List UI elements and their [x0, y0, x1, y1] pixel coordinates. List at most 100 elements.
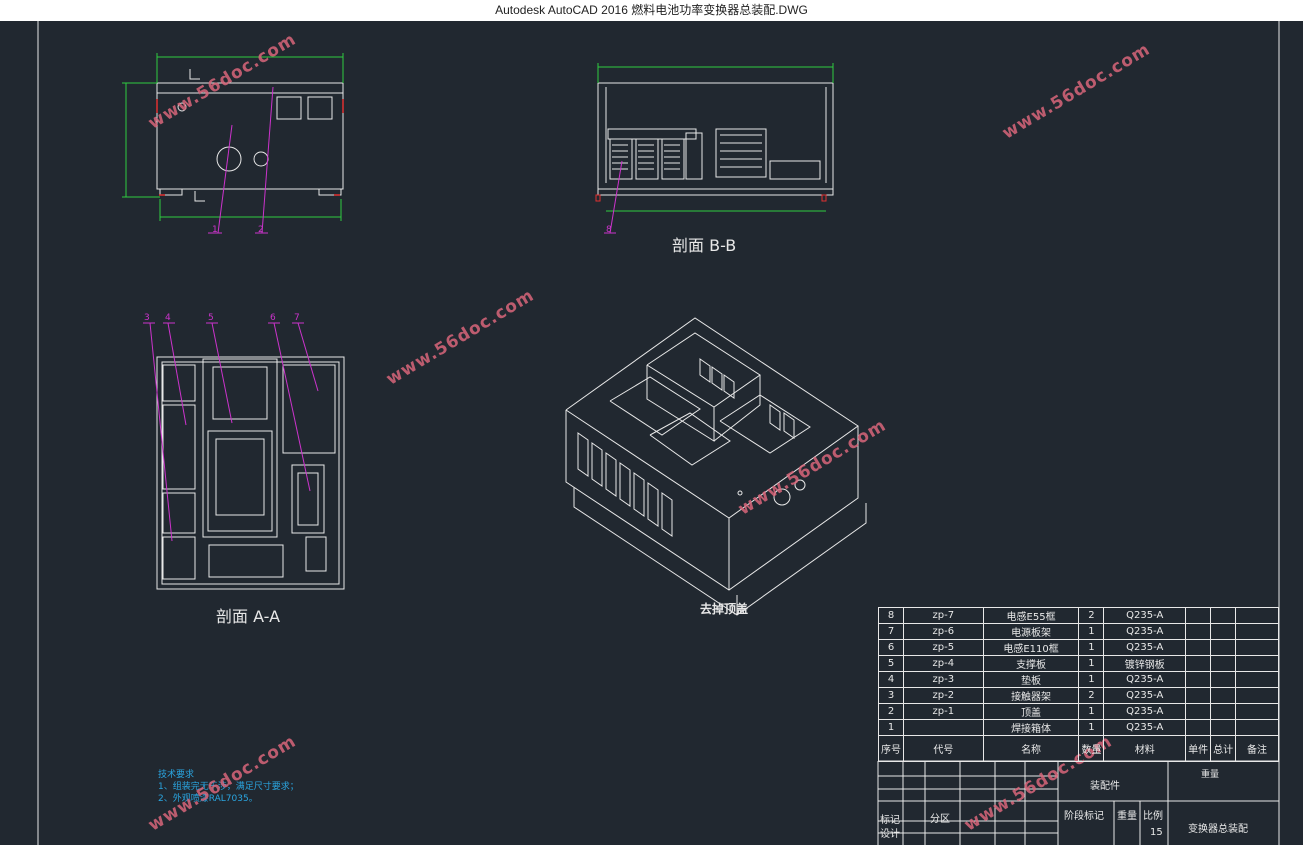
- bom-cell-name: 垫板: [982, 671, 1080, 688]
- bom-cell-name: 电感E110框: [982, 639, 1080, 656]
- bom-cell-name: 顶盖: [982, 703, 1080, 720]
- bom-cell-unit: [1185, 687, 1212, 704]
- bom-header-row: 序号 代号 名称 数量 材料 单件 总计 备注: [878, 735, 1279, 762]
- bom-cell-remark: [1235, 639, 1279, 656]
- technical-requirements: 技术要求 1、组装完无干涉，满足尺寸要求； 2、外观喷漆RAL7035。: [158, 769, 299, 805]
- bom-cell-unit: [1185, 703, 1212, 720]
- bom-cell-material: Q235-A: [1103, 607, 1187, 624]
- bom-cell-no: 6: [878, 639, 904, 656]
- bom-cell-code: zp-6: [903, 623, 984, 640]
- bom-cell-material: Q235-A: [1103, 687, 1187, 704]
- section-aa-view: [156, 356, 345, 590]
- balloon-5: 5: [208, 313, 214, 323]
- bom-header-material: 材料: [1103, 735, 1187, 762]
- bom-cell-no: 3: [878, 687, 904, 704]
- bom-cell-no: 8: [878, 607, 904, 624]
- bom-cell-code: zp-7: [903, 607, 984, 624]
- balloon-8: 8: [606, 225, 612, 235]
- bom-header-remark: 备注: [1235, 735, 1279, 762]
- balloon-6: 6: [270, 313, 276, 323]
- bom-cell-qty: 1: [1078, 719, 1105, 736]
- balloon-2: 2: [258, 225, 264, 235]
- drawing-canvas[interactable]: 1 2 8 3 4 5 6 7 剖面 B-B 剖面 A-A 去掉顶盖 技术要求 …: [0, 21, 1303, 845]
- bom-header-weight: 重量: [1201, 770, 1220, 780]
- bom-cell-total: [1210, 719, 1237, 736]
- front-view: [156, 69, 344, 202]
- assembly-label: 装配件: [1090, 781, 1120, 792]
- bom-cell-material: Q235-A: [1103, 639, 1187, 656]
- bom-header-name: 名称: [982, 735, 1080, 762]
- scale-value: 15: [1150, 827, 1163, 838]
- bom-cell-code: zp-4: [903, 655, 984, 672]
- section-aa-caption: 剖面 A-A: [216, 607, 281, 626]
- section-bb-caption: 剖面 B-B: [672, 236, 737, 255]
- bom-cell-qty: 2: [1078, 607, 1105, 624]
- bom-cell-total: [1210, 703, 1237, 720]
- bom-cell-name: 支撑板: [982, 655, 1080, 672]
- bom-cell-total: [1210, 623, 1237, 640]
- bom-cell-remark: [1235, 687, 1279, 704]
- bom-cell-material: 镀锌钢板: [1103, 655, 1187, 672]
- bom-cell-name: 电源板架: [982, 623, 1080, 640]
- bom-cell-code: [903, 719, 984, 736]
- balloon-7: 7: [294, 313, 300, 323]
- bom-cell-unit: [1185, 655, 1212, 672]
- bom-cell-material: Q235-A: [1103, 703, 1187, 720]
- bom-cell-qty: 1: [1078, 671, 1105, 688]
- bom-cell-unit: [1185, 639, 1212, 656]
- balloon-3: 3: [144, 313, 150, 323]
- title-block-lines: [877, 760, 1279, 845]
- tech-title: 技术要求: [158, 770, 195, 780]
- bom-cell-code: zp-2: [903, 687, 984, 704]
- bom-header-total: 总计: [1210, 735, 1237, 762]
- bom-cell-name: 接触器架: [982, 687, 1080, 704]
- bom-cell-qty: 2: [1078, 687, 1105, 704]
- balloon-4: 4: [165, 313, 171, 323]
- tech-line-2: 2、外观喷漆RAL7035。: [158, 794, 258, 804]
- bom-cell-code: zp-3: [903, 671, 984, 688]
- window-title: Autodesk AutoCAD 2016 燃料电池功率变换器总装配.DWG: [495, 3, 808, 17]
- bom-cell-unit: [1185, 607, 1212, 624]
- section-bb-view: [595, 82, 834, 202]
- bom-cell-no: 2: [878, 703, 904, 720]
- bom-header-no: 序号: [878, 735, 904, 762]
- cad-drawing[interactable]: [0, 21, 1303, 845]
- bom-cell-remark: [1235, 623, 1279, 640]
- bom-cell-no: 4: [878, 671, 904, 688]
- drawing-name: 变换器总装配: [1188, 824, 1248, 835]
- bom-cell-remark: [1235, 607, 1279, 624]
- bom-cell-remark: [1235, 655, 1279, 672]
- tech-line-1: 1、组装完无干涉，满足尺寸要求；: [158, 782, 299, 792]
- bom-cell-unit: [1185, 671, 1212, 688]
- dimension-lines: [122, 53, 834, 221]
- bom-cell-total: [1210, 687, 1237, 704]
- isometric-caption: 去掉顶盖: [700, 602, 749, 616]
- isometric-view: [565, 317, 867, 616]
- bom-cell-material: Q235-A: [1103, 623, 1187, 640]
- bom-cell-qty: 1: [1078, 623, 1105, 640]
- bom-cell-material: Q235-A: [1103, 719, 1187, 736]
- balloon-1: 1: [212, 225, 218, 235]
- bom-cell-remark: [1235, 719, 1279, 736]
- bom-cell-total: [1210, 607, 1237, 624]
- bom-cell-remark: [1235, 671, 1279, 688]
- bom-cell-unit: [1185, 719, 1212, 736]
- bom-cell-total: [1210, 671, 1237, 688]
- bom-cell-remark: [1235, 703, 1279, 720]
- bom-header-unit: 单件: [1185, 735, 1212, 762]
- weight-label: 重量: [1117, 811, 1137, 822]
- zone-label: 分区: [930, 814, 950, 825]
- bom-cell-no: 5: [878, 655, 904, 672]
- window-title-bar: Autodesk AutoCAD 2016 燃料电池功率变换器总装配.DWG: [0, 0, 1303, 21]
- bom-cell-total: [1210, 639, 1237, 656]
- bom-cell-material: Q235-A: [1103, 671, 1187, 688]
- stage-label: 阶段标记: [1064, 811, 1104, 822]
